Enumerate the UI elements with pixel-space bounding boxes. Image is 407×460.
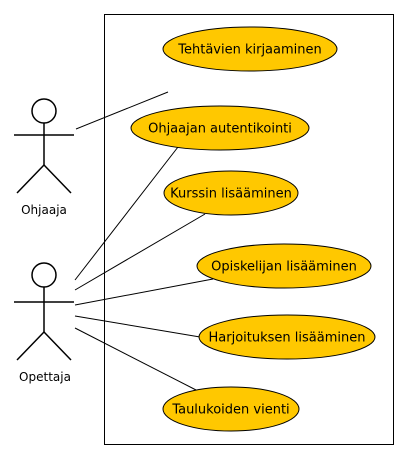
usecase-opiskelija-label: Opiskelijan lisääminen: [211, 260, 357, 275]
association-ohjaaja-tehtavien: [75, 91, 169, 130]
usecase-tehtavien-ellipse: [162, 26, 338, 72]
usecase-harjoitus-label: Harjoituksen lisääminen: [209, 331, 366, 346]
usecase-autentikointi-label: Ohjaajan autentikointi: [148, 122, 292, 137]
usecase-harjoitus-ellipse: [198, 314, 376, 360]
association-opettaja-opiskelija: [74, 278, 214, 306]
association-opettaja-harjoitus: [74, 315, 201, 338]
usecase-kurssi-label: Kurssin lisääminen: [170, 187, 292, 202]
actor-ohjaaja: [14, 98, 74, 194]
usecase-opiskelija-ellipse: [196, 243, 372, 289]
usecase-kurssi: Kurssin lisääminen: [163, 170, 299, 216]
usecase-tehtavien-label: Tehtävien kirjaaminen: [177, 43, 322, 58]
association-opettaja-autentikointi: [74, 146, 179, 281]
usecase-autentikointi: Ohjaajan autentikointi: [130, 105, 310, 151]
actor-opettaja-head: [31, 262, 57, 288]
usecase-autentikointi-ellipse: [130, 105, 310, 151]
usecase-taulukot: Taulukoiden vienti: [162, 386, 300, 432]
actor-opettaja: [14, 262, 74, 361]
actor-ohjaaja-head: [31, 98, 57, 124]
usecase-kurssi-ellipse: [163, 170, 299, 216]
actor-opettaja-right-leg: [43, 331, 72, 361]
associations: [74, 91, 214, 392]
usecase-opiskelija: Opiskelijan lisääminen: [196, 243, 372, 289]
actor-opettaja-label: Opettaja: [19, 370, 71, 384]
usecase-tehtavien: Tehtävien kirjaaminen: [162, 26, 338, 72]
actor-ohjaaja-left-leg: [16, 164, 45, 194]
usecase-taulukot-ellipse: [162, 386, 300, 432]
actor-ohjaaja-label: Ohjaaja: [21, 203, 67, 217]
usecase-taulukot-label: Taulukoiden vienti: [171, 403, 289, 418]
actor-opettaja-left-leg: [16, 331, 45, 361]
association-opettaja-taulukot: [74, 327, 199, 392]
association-opettaja-kurssi: [74, 213, 206, 291]
usecase-harjoitus: Harjoituksen lisääminen: [198, 314, 376, 360]
system-boundary: [104, 14, 394, 445]
actor-ohjaaja-right-leg: [43, 164, 72, 194]
